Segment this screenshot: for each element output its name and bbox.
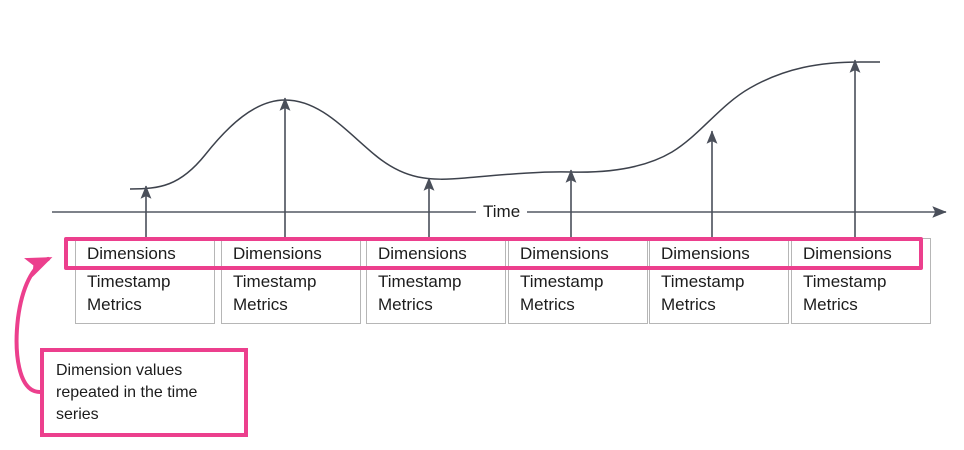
- record-box-2[interactable]: Dimensions Timestamp Metrics: [221, 238, 361, 324]
- record-field-metrics: Metrics: [803, 295, 858, 314]
- callout-text: Dimension values repeated in the time se…: [56, 362, 198, 423]
- record-field-dimensions: Dimensions: [378, 244, 467, 263]
- record-field-timestamp: Timestamp: [661, 272, 745, 291]
- callout-box: Dimension values repeated in the time se…: [40, 348, 248, 437]
- record-box-3[interactable]: Dimensions Timestamp Metrics: [366, 238, 506, 324]
- record-field-dimensions: Dimensions: [661, 244, 750, 263]
- record-field-timestamp: Timestamp: [233, 272, 317, 291]
- callout-connector-arrow: [14, 257, 53, 394]
- record-field-timestamp: Timestamp: [803, 272, 887, 291]
- record-field-dimensions: Dimensions: [520, 244, 609, 263]
- record-field-dimensions: Dimensions: [87, 244, 176, 263]
- record-field-metrics: Metrics: [378, 295, 433, 314]
- record-field-timestamp: Timestamp: [520, 272, 604, 291]
- record-box-6[interactable]: Dimensions Timestamp Metrics: [791, 238, 931, 324]
- record-field-metrics: Metrics: [661, 295, 716, 314]
- record-field-metrics: Metrics: [520, 295, 575, 314]
- record-box-4[interactable]: Dimensions Timestamp Metrics: [508, 238, 648, 324]
- record-field-dimensions: Dimensions: [803, 244, 892, 263]
- time-axis-label: Time: [476, 201, 528, 222]
- record-field-dimensions: Dimensions: [233, 244, 322, 263]
- record-box-1[interactable]: Dimensions Timestamp Metrics: [75, 238, 215, 324]
- record-box-5[interactable]: Dimensions Timestamp Metrics: [649, 238, 789, 324]
- record-field-timestamp: Timestamp: [378, 272, 462, 291]
- timeseries-curve: [129, 61, 880, 190]
- record-field-metrics: Metrics: [233, 295, 288, 314]
- record-field-metrics: Metrics: [87, 295, 142, 314]
- record-field-timestamp: Timestamp: [87, 272, 171, 291]
